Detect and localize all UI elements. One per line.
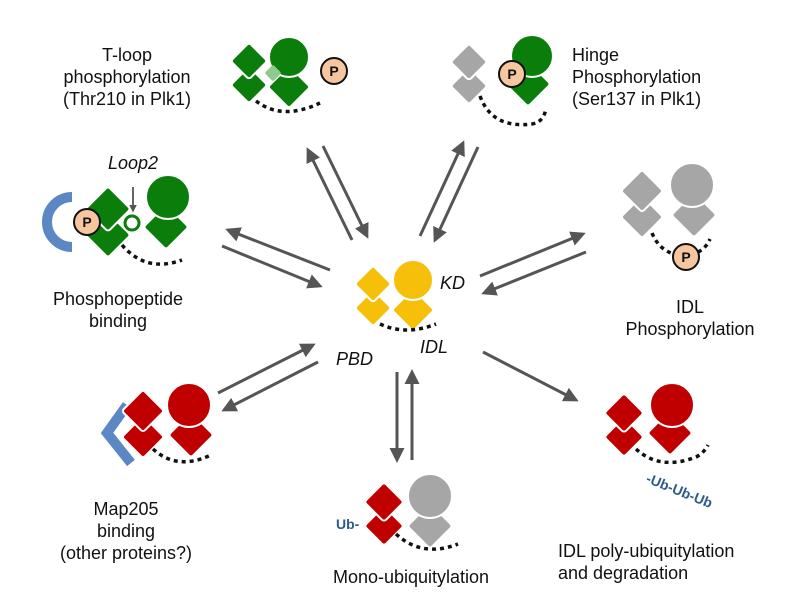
t-loop-notch: [265, 65, 281, 81]
pbd-domain-upper: [354, 265, 392, 303]
map205-partner: [100, 402, 135, 467]
phospho-marker: P: [73, 208, 101, 236]
kd-domain-head: [649, 382, 695, 428]
kd-domain-head: [145, 174, 191, 220]
idl-linker: [650, 232, 712, 257]
kd-label: KD: [440, 273, 466, 293]
idl-phos-protein: P: [621, 162, 717, 271]
pbd-domain-upper: [122, 390, 164, 432]
pbd-domain-lower: [122, 416, 164, 458]
kd-domain-head: [392, 259, 434, 301]
idl-phos-label: IDL Phosphorylation: [610, 296, 770, 340]
phosphopeptide-protein: P: [42, 174, 191, 266]
idl-linker: [379, 322, 437, 332]
phospho-marker: P: [498, 60, 526, 88]
kd-domain-head: [407, 473, 453, 519]
hinge-label-line2: Phosphorylation: [572, 67, 702, 87]
arrow-center-to-poly-ub: [482, 350, 579, 402]
arrow-center-to-map205: [221, 360, 319, 412]
tloop-phos-protein: P: [230, 36, 348, 114]
idl-linker: [478, 95, 548, 127]
pbd-domain-upper: [450, 43, 488, 81]
idl-label: IDL: [420, 337, 449, 357]
hinge-label-line3: (Ser137 in Plk1): [572, 89, 702, 109]
kd-domain-body: [268, 66, 310, 108]
pbd-domain-upper: [364, 482, 404, 522]
poly-ub-protein: [604, 382, 710, 465]
map205-protein: [100, 382, 214, 467]
poly-ub-label-line2: and degradation: [558, 563, 689, 583]
loop2-marker: [123, 214, 141, 232]
idl-phos-label-line2: Phosphorylation: [625, 319, 755, 339]
map205-label-line3: (other proteins?): [59, 543, 193, 563]
pbd-domain-upper: [621, 170, 663, 212]
pbd-domain-lower: [621, 196, 663, 238]
pbd-domain-upper: [604, 393, 644, 433]
pbd-domain-lower: [450, 67, 488, 105]
arrow-center-to-tloop: [306, 147, 354, 241]
pbd-domain-lower: [354, 289, 392, 327]
phospho-marker: P: [672, 243, 700, 271]
arrow-center-to-hinge: [418, 140, 465, 237]
pbd-label: PBD: [336, 349, 374, 369]
mono-ub-protein: [364, 473, 459, 551]
svg-text:P: P: [82, 214, 91, 230]
arrow-center-to-idl-phos: [479, 231, 586, 278]
idl-linker: [394, 532, 459, 551]
tloop-label: T-loop phosphorylation (Thr210 in Plk1): [22, 44, 232, 110]
idl-linker: [151, 447, 212, 464]
idl-linker: [120, 243, 183, 266]
map205-label-line2: binding: [96, 521, 156, 541]
tloop-label-line3: (Thr210 in Plk1): [62, 89, 192, 109]
kd-domain-head: [268, 36, 310, 78]
arrow-tloop-to-center: [321, 145, 369, 239]
center-plk-protein: [354, 259, 437, 332]
hinge-label-line1: Hinge: [572, 45, 620, 65]
hinge-phos-protein: P: [450, 34, 554, 127]
map205-label: Map205 binding (other proteins?): [26, 498, 226, 564]
arrow-idl-phos-to-center: [481, 250, 587, 296]
mono-ub-label: Mono-ubiquitylation: [332, 567, 490, 587]
hinge-label: Hinge Phosphorylation (Ser137 in Plk1): [572, 44, 701, 110]
phosphopeptide-label-line1: Phosphopeptide: [52, 289, 184, 309]
arrow-map205-to-center: [217, 343, 316, 395]
phosphopeptide-partner: [42, 192, 73, 252]
pbd-domain-lower: [230, 66, 268, 104]
arrow-phosphopeptide-to-center: [221, 244, 323, 289]
loop2-label: Loop2: [108, 153, 159, 173]
svg-text:P: P: [681, 249, 690, 265]
poly-ub-label: IDL poly-ubiquitylation and degradation: [558, 540, 734, 584]
phosphopeptide-label: Phosphopeptide binding: [18, 288, 218, 332]
arrows: [217, 140, 587, 463]
idl-linker: [634, 444, 710, 465]
arrow-hinge-to-center: [433, 146, 480, 243]
phospho-marker: P: [320, 57, 348, 85]
pbd-domain-upper: [230, 42, 268, 80]
kd-domain-head: [669, 162, 715, 208]
kd-domain-body: [392, 289, 434, 331]
tloop-label-line1: T-loop: [101, 45, 153, 65]
kd-domain-head: [166, 382, 212, 428]
mono-ub-tag: Ub-: [336, 516, 360, 532]
svg-text:P: P: [507, 66, 516, 82]
map205-label-line1: Map205: [93, 499, 159, 519]
tloop-label-line2: phosphorylation: [63, 67, 191, 87]
poly-ub-label-line1: IDL poly-ubiquitylation: [558, 541, 735, 561]
arrow-center-to-phosphopeptide: [225, 227, 331, 272]
idl-phos-label-line1: IDL: [675, 297, 704, 317]
pbd-domain-lower: [604, 417, 644, 457]
pbd-domain-lower: [364, 506, 404, 546]
svg-text:P: P: [329, 63, 338, 79]
phosphopeptide-label-line2: binding: [88, 311, 148, 331]
